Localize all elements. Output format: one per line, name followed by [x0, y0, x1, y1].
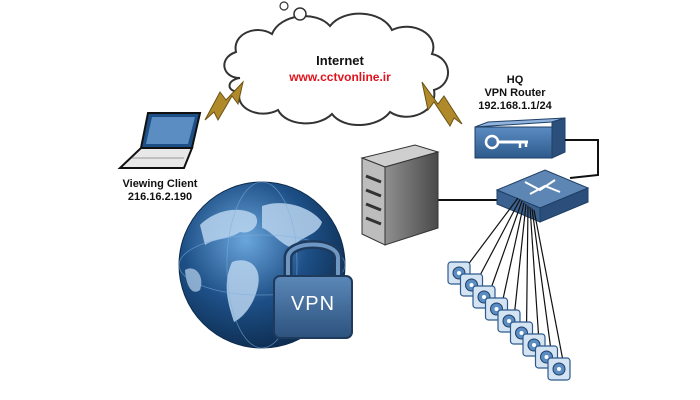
camera-cable — [529, 206, 540, 343]
vpn-lock-label: VPN — [290, 293, 336, 315]
camera-cable — [513, 203, 527, 319]
router-switch-link — [565, 139, 599, 179]
cloud-icon — [223, 1, 449, 127]
camera-stack — [447, 261, 571, 381]
client-label: Viewing Client 216.16.2.190 — [100, 178, 220, 204]
camera-cable — [488, 200, 523, 295]
camera-cable — [525, 205, 529, 331]
camera-cables — [463, 197, 565, 367]
hq-ip-address: 192.168.1.1/24 — [478, 100, 552, 112]
laptop-icon — [117, 112, 202, 169]
camera-icon — [547, 357, 571, 381]
padlock-icon — [273, 240, 353, 339]
site-url-link[interactable]: www.cctvonline.ir — [289, 70, 391, 84]
camera-icon — [522, 333, 546, 357]
server-icon — [360, 144, 440, 246]
router-icon — [474, 117, 566, 159]
camera-cable — [533, 209, 565, 367]
client-name: Viewing Client — [122, 178, 198, 190]
lightning-icon — [204, 80, 244, 122]
hq-site-name: HQ — [506, 74, 524, 86]
camera-cable — [500, 202, 525, 307]
camera-cable — [531, 208, 553, 355]
lightning-icon — [421, 81, 463, 127]
hq-device-name: VPN Router — [484, 87, 546, 99]
internet-label: Internet — [316, 53, 364, 68]
camera-cable — [463, 197, 519, 271]
hq-router-label: HQ VPN Router 192.168.1.1/24 — [455, 74, 575, 113]
switch-icon — [495, 169, 590, 223]
camera-cable — [475, 199, 521, 283]
client-ip-address: 216.16.2.190 — [127, 191, 193, 203]
